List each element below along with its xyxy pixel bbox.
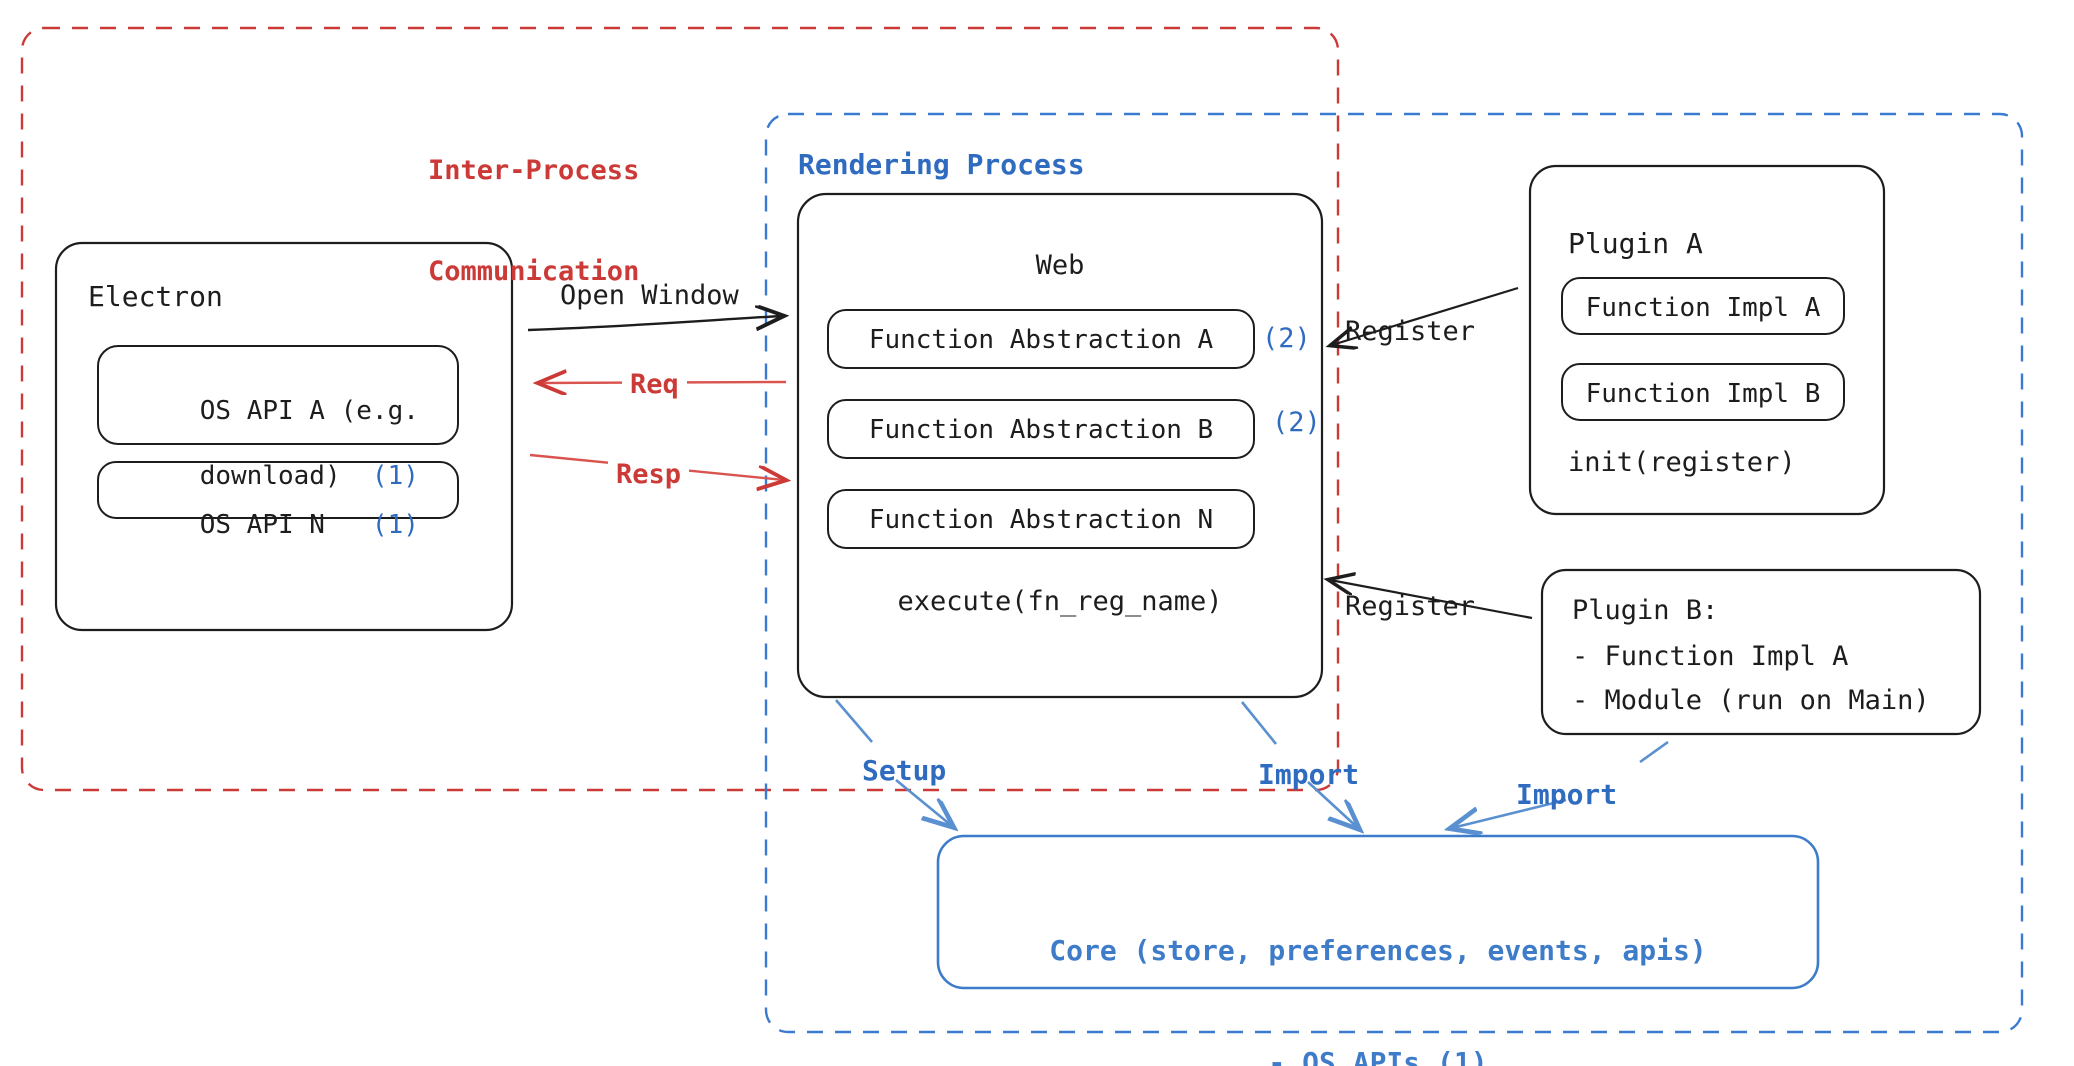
open-window-arrow-label: Open Window (560, 280, 739, 311)
function-impl-a-label: Function Impl A (1585, 293, 1821, 323)
plugin-a-footer-init: init(register) (1568, 447, 1796, 478)
import-web-arrow-label: Import (1258, 758, 1360, 791)
plugin-b-line-1: - Function Impl A (1572, 641, 1849, 672)
os-api-a-marker: (1) (371, 460, 419, 491)
os-api-a-line2: download) (199, 460, 341, 491)
import-pb-arrow-label: Import (1516, 778, 1618, 811)
core-box-text: Core (store, preferences, events, apis) … (938, 858, 1818, 1066)
web-title: Web (1035, 250, 1085, 281)
core-line-2: - OS APIs (1) (1268, 1046, 1488, 1066)
function-abstraction-a-marker: (2) (1262, 323, 1311, 354)
os-api-n-marker: (1) (371, 509, 419, 540)
function-abstraction-n-label: Function Abstraction N (868, 505, 1214, 535)
os-api-a-line1: OS API A (e.g. (199, 395, 419, 426)
function-abstraction-b-label: Function Abstraction B (868, 415, 1214, 445)
resp-arrow-label: Resp (608, 458, 690, 492)
ipc-region-label-line2: Communication (428, 255, 640, 287)
plugin-a-title: Plugin A (1568, 227, 1703, 260)
rendering-process-label: Rendering Process (798, 148, 1085, 181)
plugin-b-line-2: - Module (run on Main) (1572, 685, 1930, 716)
os-api-n-label: OS API N (1) (98, 476, 458, 574)
function-abstraction-b-marker: (2) (1272, 407, 1321, 438)
setup-arrow-label: Setup (862, 754, 947, 787)
ipc-region-label-line1: Inter-Process (428, 154, 640, 186)
os-api-a-label: OS API A (e.g. download) (1) (98, 362, 458, 525)
plugin-b-title: Plugin B: (1572, 595, 1719, 626)
function-impl-b-label: Function Impl B (1585, 379, 1821, 409)
function-abstraction-a-label: Function Abstraction A (868, 325, 1214, 355)
core-line-1: Core (store, preferences, events, apis) (1049, 934, 1707, 968)
ipc-region-label: Inter-Process Communication (428, 86, 639, 356)
electron-title: Electron (88, 280, 223, 313)
web-footer-execute: execute(fn_reg_name) (897, 586, 1223, 617)
os-api-n-text: OS API N (199, 509, 325, 540)
req-arrow-label: Req (622, 368, 687, 402)
register-b-arrow-label: Register (1345, 591, 1476, 622)
register-a-arrow-label: Register (1345, 316, 1476, 347)
